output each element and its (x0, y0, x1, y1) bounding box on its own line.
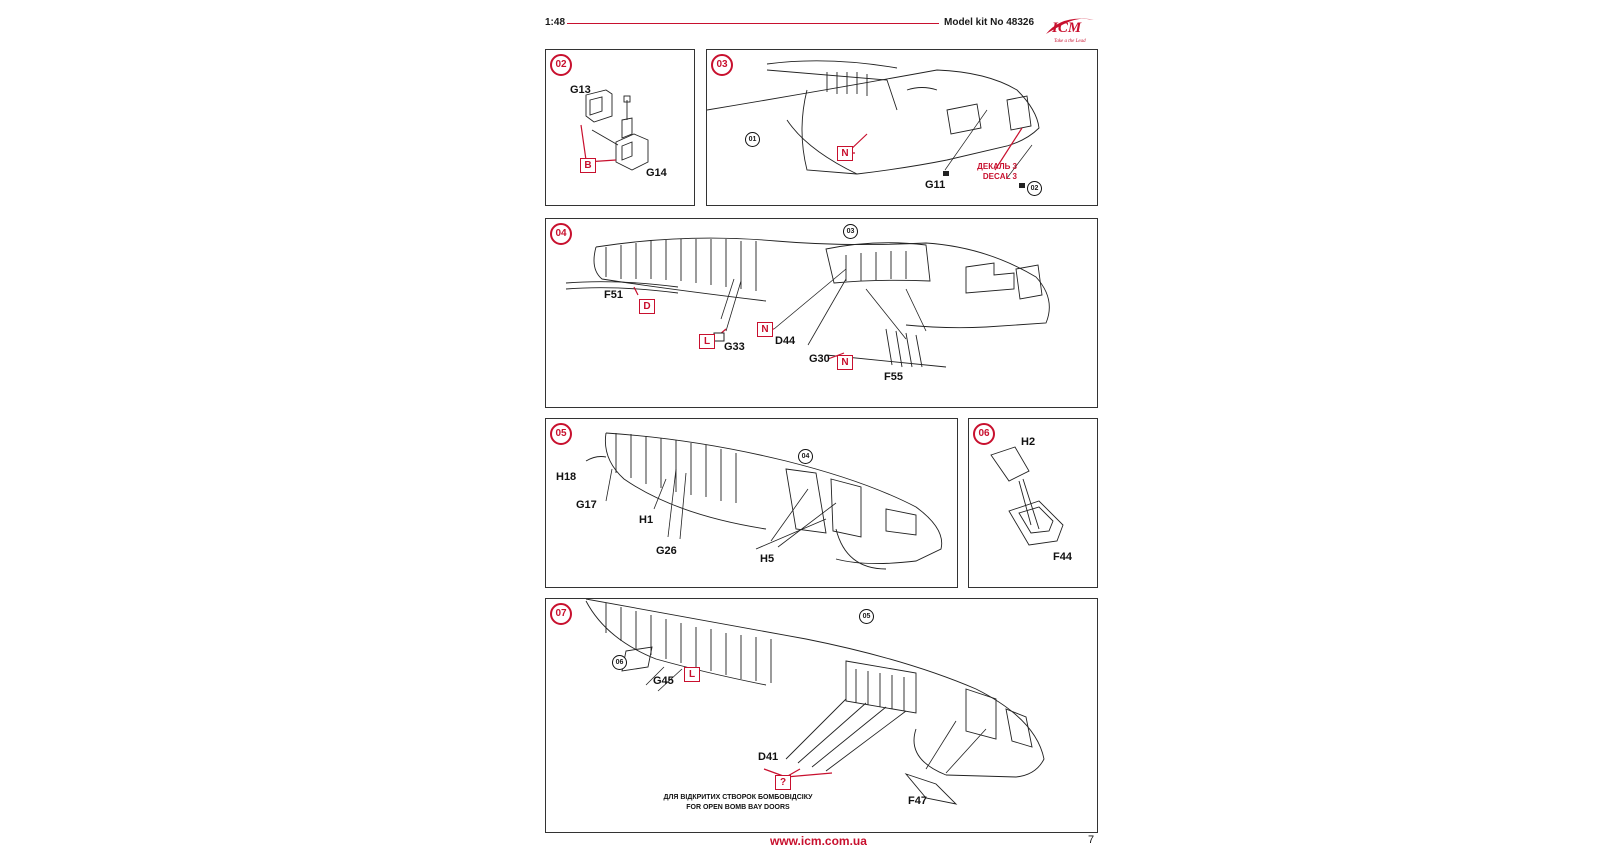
page-number: 7 (1088, 834, 1095, 846)
paint-code-box: L (699, 334, 715, 349)
part-label: G33 (724, 341, 745, 353)
decal-label: ДЕКАЛЬ 3 DECAL 3 (957, 162, 1017, 182)
paint-code-box: B (580, 158, 596, 173)
step-number: 06 (973, 423, 995, 445)
paint-code-box: N (837, 146, 853, 161)
step-07-illustration (585, 599, 1045, 805)
svg-text:Take a the Lead: Take a the Lead (1054, 39, 1086, 44)
part-label: D41 (758, 751, 779, 763)
reference-circle: 05 (859, 609, 874, 624)
paint-code-box: D (639, 299, 655, 314)
paint-code-box: N (837, 355, 853, 370)
bomb-bay-note: ДЛЯ ВІДКРИТИХ СТВОРОК БОМБОВІДСІКУ FOR O… (634, 793, 842, 813)
scale-label: 1:48 (545, 17, 566, 28)
part-label: H5 (760, 553, 775, 565)
part-label: H18 (556, 471, 577, 483)
icm-logo: ICM Take a the Lead (1040, 12, 1100, 48)
step-06-illustration (990, 446, 1064, 546)
part-label: F47 (908, 795, 927, 807)
step-number: 07 (550, 603, 572, 625)
bomb-bay-note-ua: ДЛЯ ВІДКРИТИХ СТВОРОК БОМБОВІДСІКУ (663, 794, 813, 801)
step-07-panel: 07 05 06 L G45 D41 ? (545, 598, 1098, 833)
step-06-panel: 06 H2 F44 (968, 418, 1098, 588)
model-number: Model kit No 48326 (944, 17, 1035, 28)
part-label: H1 (639, 514, 654, 526)
part-label: G11 (925, 179, 946, 191)
paint-code-box: N (757, 322, 773, 337)
reference-circle: 01 (745, 132, 760, 147)
reference-circle: 03 (843, 224, 858, 239)
part-label: G26 (656, 545, 677, 557)
step-02-panel: 02 G13 B G14 (545, 49, 695, 206)
decal-label-en: DECAL 3 (982, 172, 1017, 181)
part-label: F44 (1053, 551, 1072, 563)
reference-circle: 02 (1027, 181, 1042, 196)
step-04-panel: 04 F51 D (545, 218, 1098, 408)
footer-url[interactable]: www.icm.com.ua (770, 834, 867, 848)
part-label: G14 (646, 167, 667, 179)
step-04-illustration (565, 237, 1050, 368)
paint-code-box: L (684, 667, 700, 682)
decal-label-ua: ДЕКАЛЬ 3 (977, 162, 1017, 171)
step-number: 04 (550, 223, 572, 245)
step-number: 05 (550, 423, 572, 445)
paint-code-box: ? (775, 775, 791, 790)
part-label: G45 (653, 675, 674, 687)
header-divider (567, 23, 939, 24)
bomb-bay-note-en: FOR OPEN BOMB BAY DOORS (686, 804, 790, 811)
part-label: G13 (570, 84, 591, 96)
part-label: H2 (1021, 436, 1036, 448)
step-03-panel: 03 01 N G11 ДЕКАЛЬ 3 DECAL 3 02 (706, 49, 1098, 206)
part-label: G30 (809, 353, 830, 365)
part-label: F55 (884, 371, 903, 383)
step-number: 03 (711, 54, 733, 76)
svg-text:ICM: ICM (1051, 20, 1082, 36)
step-02-illustration (580, 89, 649, 171)
step-number: 02 (550, 54, 572, 76)
step-05-panel: 05 04 H18 G17 H1 G26 H5 (545, 418, 958, 588)
step-05-illustration (585, 432, 943, 570)
reference-circle: 04 (798, 449, 813, 464)
part-label: G17 (576, 499, 597, 511)
part-label: F51 (604, 289, 623, 301)
reference-circle: 06 (612, 655, 627, 670)
part-label: D44 (775, 335, 796, 347)
